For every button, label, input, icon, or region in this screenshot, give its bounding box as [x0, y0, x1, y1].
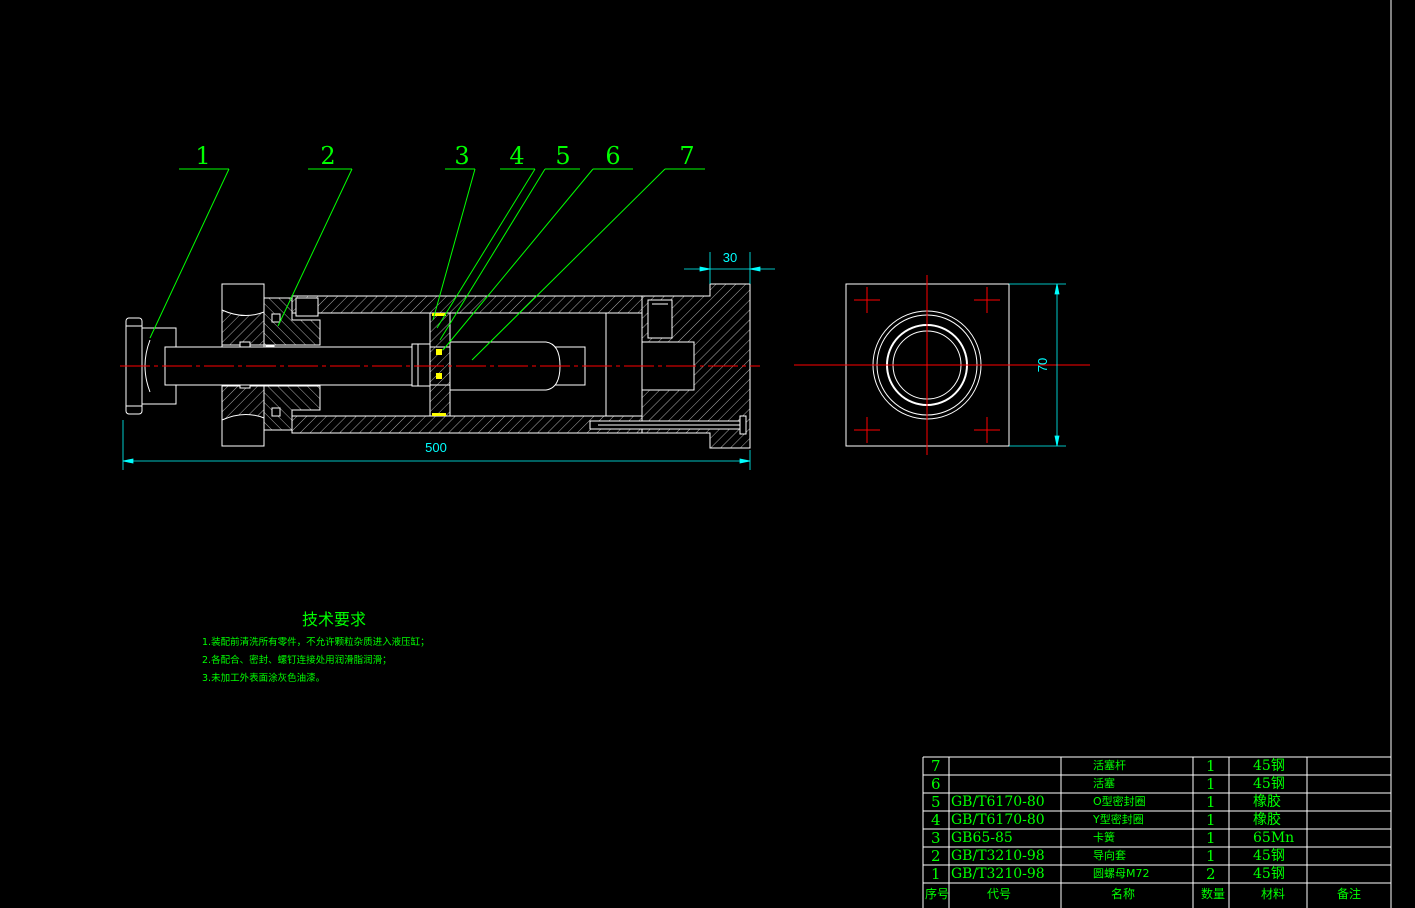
balloon-4: 4 [509, 142, 524, 170]
bom-name: 导向套 [1093, 849, 1126, 862]
bom-no: 6 [931, 775, 941, 793]
bom-code: GB/T3210-98 [951, 848, 1045, 864]
bom-qty: 1 [1206, 811, 1216, 829]
side-dimensions [1009, 283, 1066, 447]
tech-requirements-title: 技术要求 [302, 610, 367, 629]
bom-material: 45钢 [1253, 866, 1285, 882]
bom-material: 45钢 [1253, 848, 1285, 864]
bom-header-no: 序号 [925, 887, 950, 901]
bom-header-qty: 数量 [1201, 887, 1226, 901]
balloon-1: 1 [195, 142, 210, 170]
bom-no: 3 [931, 829, 941, 847]
bill-of-materials: 7 活塞杆 1 45钢 6 活塞 1 45钢 5 GB/T6170-80 O型密… [923, 757, 1391, 908]
balloon-leaders [149, 168, 705, 361]
circlip [411, 343, 431, 387]
balloon-3: 3 [454, 142, 469, 170]
dimension-flange-height: 70 [1035, 358, 1050, 372]
bom-name: Y型密封圈 [1093, 813, 1144, 826]
bom-no: 7 [931, 757, 941, 775]
bom-material: 橡胶 [1253, 812, 1281, 828]
port-fitting [647, 299, 673, 339]
bom-header-code: 代号 [987, 887, 1012, 901]
bom-header-material: 材料 [1261, 887, 1286, 901]
bom-code: GB/T6170-80 [951, 794, 1045, 810]
bom-name: 卡簧 [1093, 831, 1115, 844]
bom-no: 1 [931, 865, 941, 883]
bom-no: 2 [931, 847, 941, 865]
barrel-top-wall [291, 295, 643, 314]
bom-material: 65Mn [1253, 830, 1295, 846]
bom-name: 圆螺母M72 [1093, 867, 1150, 880]
bom-qty: 1 [1206, 847, 1216, 865]
rear-cap-bore [605, 312, 643, 417]
bom-material: 45钢 [1253, 758, 1285, 774]
side-centerlines [794, 275, 1090, 455]
balloon-numbers: 1 2 3 4 5 6 7 [195, 142, 694, 170]
dimension-rod-protrusion: 30 [723, 250, 737, 265]
bom-code: GB65-85 [951, 830, 1013, 846]
bom-qty: 2 [1206, 865, 1216, 883]
tech-requirement-item: 1.装配前清洗所有零件，不允许颗粒杂质进入液压缸； [202, 637, 430, 648]
balloon-2: 2 [320, 142, 335, 170]
bom-material: 45钢 [1253, 776, 1285, 792]
dimension-overall-length: 500 [425, 440, 447, 455]
tech-requirement-item: 2.各配合、密封、螺钉连接处用润滑脂润滑； [202, 655, 392, 666]
bom-header-name: 名称 [1111, 887, 1136, 901]
bom-name: 活塞杆 [1093, 759, 1126, 772]
bom-no: 4 [931, 811, 941, 829]
bom-table-grid [922, 756, 1391, 908]
front-dimensions [122, 252, 775, 470]
bom-qty: 1 [1206, 829, 1216, 847]
flange-insert-lower [221, 385, 265, 421]
bom-no: 5 [931, 793, 941, 811]
flange-insert-upper [221, 309, 265, 346]
bom-qty: 1 [1206, 757, 1216, 775]
bom-name: O型密封圈 [1093, 795, 1146, 808]
bom-code: GB/T3210-98 [951, 866, 1045, 882]
bom-qty: 1 [1206, 775, 1216, 793]
balloon-5: 5 [555, 142, 570, 170]
guide-sleeve-lower [263, 385, 321, 431]
balloon-7: 7 [679, 142, 694, 170]
bom-code: GB/T6170-80 [951, 812, 1045, 828]
bom-material: 橡胶 [1253, 794, 1281, 810]
bom-qty: 1 [1206, 793, 1216, 811]
tech-requirement-item: 3.未加工外表面涂灰色油漆。 [202, 673, 326, 684]
bom-name: 活塞 [1093, 777, 1115, 790]
bom-header-remark: 备注 [1337, 887, 1362, 901]
balloon-6: 6 [605, 142, 620, 170]
